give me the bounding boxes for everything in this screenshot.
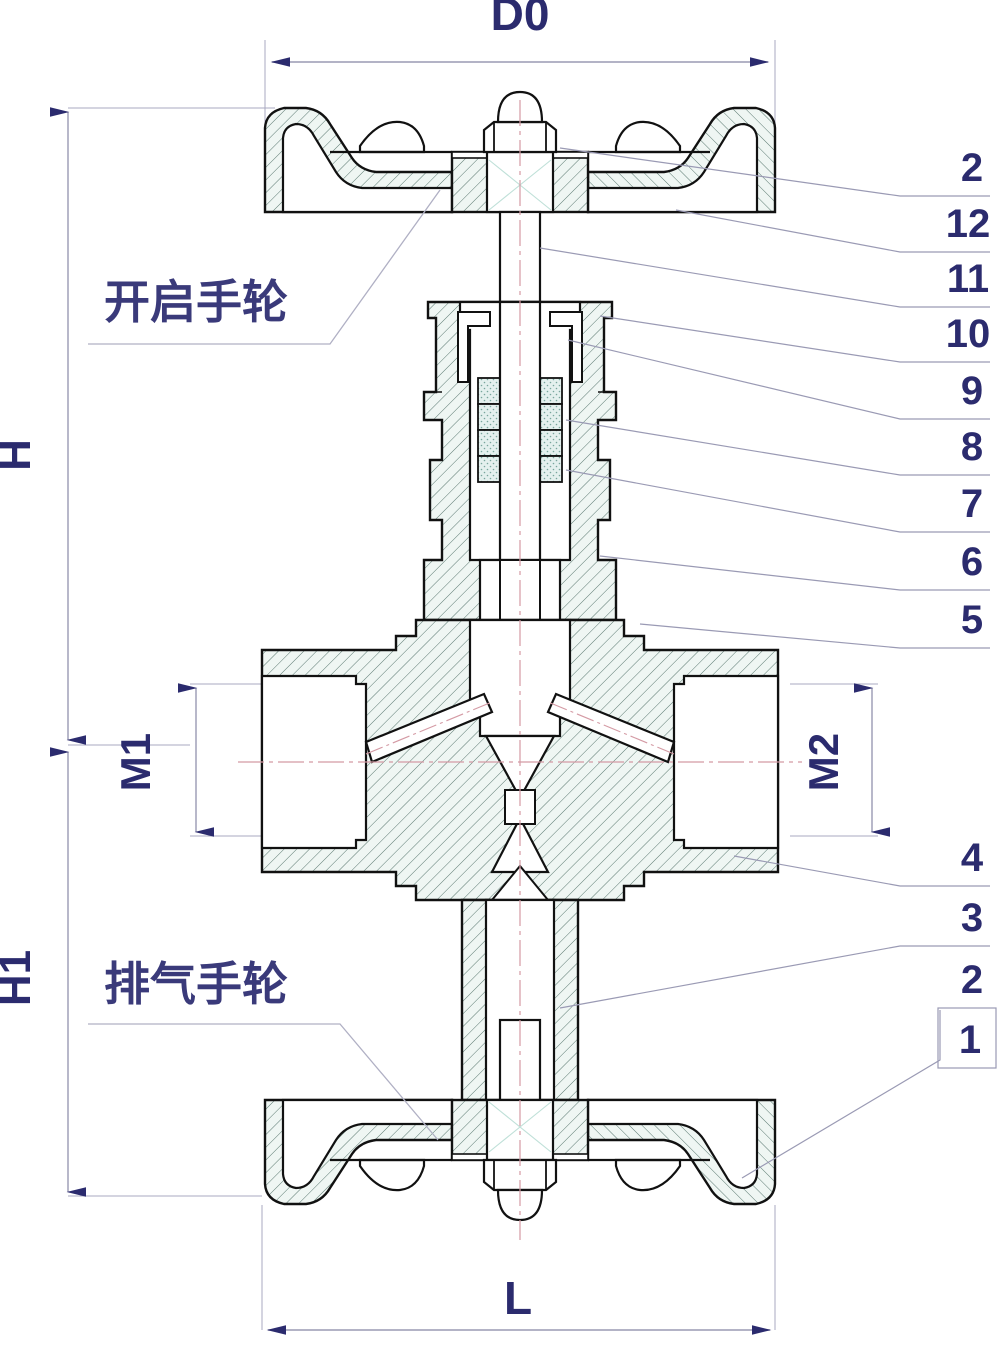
balloon-number-11: 11	[947, 257, 989, 301]
annotation-leaders	[88, 189, 441, 1141]
balloon-number-1: 1	[959, 1018, 981, 1062]
dimension-label-l: L	[504, 1272, 532, 1324]
leader-vent-handwheel	[88, 1023, 439, 1141]
balloon-number-7: 7	[961, 482, 983, 526]
dimension-lines	[49, 57, 891, 1335]
packing-rings-left	[477, 377, 501, 483]
packing-rings-right	[539, 377, 563, 483]
balloon-number-6: 6	[961, 540, 983, 584]
balloon-number-3: 3	[961, 896, 983, 940]
balloon-number-2-top: 2	[961, 146, 983, 190]
leader-open-handwheel	[88, 189, 441, 345]
dimension-label-h1: H1	[0, 950, 40, 1006]
dimension-label-d0: D0	[491, 0, 550, 40]
balloon-number-9: 9	[961, 369, 983, 413]
balloon-box-1	[937, 1007, 997, 1069]
balloon-number-8: 8	[961, 425, 983, 469]
annotation-open-handwheel: 开启手轮	[104, 275, 288, 329]
centerlines	[238, 100, 802, 1240]
balloon-number-4: 4	[961, 836, 984, 880]
dimension-label-m2: M2	[800, 733, 847, 791]
balloon-number-2-bottom: 2	[961, 958, 983, 1002]
balloon-number-12: 12	[946, 202, 991, 246]
dimension-label-h: H	[0, 439, 40, 471]
passage-centerlines	[365, 701, 675, 755]
annotation-vent-handwheel: 排气手轮	[104, 957, 288, 1011]
balloon-number-10: 10	[946, 312, 991, 356]
dimension-label-m1: M1	[112, 733, 159, 791]
leader-lines-right	[539, 147, 990, 1179]
balloon-number-5: 5	[961, 598, 983, 642]
